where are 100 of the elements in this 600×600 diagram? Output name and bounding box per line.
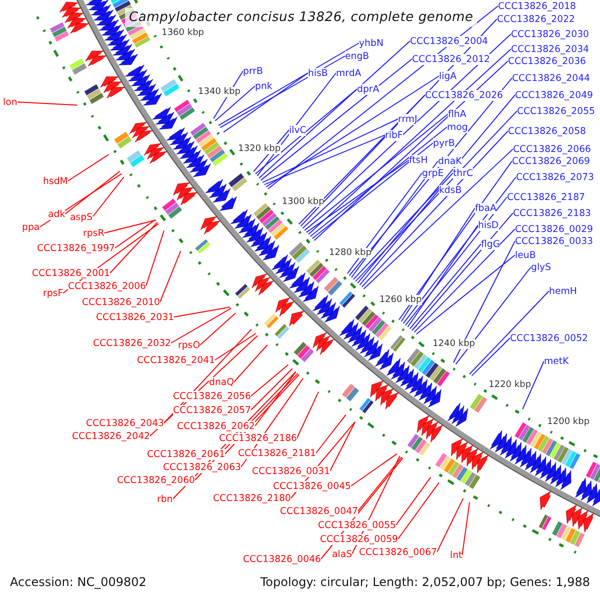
leader-line [416,254,516,335]
leader-line [16,102,78,106]
leader-line [363,148,514,290]
gene-label: CCC13826_2032 [93,338,172,348]
gene-label: CCC13826_2001 [32,268,110,278]
leader-line [264,134,386,186]
leader-line [359,190,440,286]
gene-label: metK [544,356,569,366]
gene-label: pyrB [433,138,455,148]
gene-label: CCC13826_2181 [238,448,316,458]
gene-label: CCC13826_2069 [512,156,590,166]
gene-label: hisD [478,220,499,230]
gene-label: CCC13826_2186 [219,432,298,444]
gene-label: fbaA [475,202,496,214]
leader-line [250,364,289,396]
gene-label: CCC13826_2036 [508,56,586,66]
leader-line [114,219,156,248]
leader-line [471,338,510,376]
leader-line [200,312,236,346]
gene-label: CCC13826_2042 [72,430,150,442]
leader-line [298,94,426,225]
genome-stats-text: Topology: circular; Length: 2,052,007 bp; Genes: 1,988 [260,575,590,589]
gene-label: flhA [448,108,466,120]
gene-label: dnaK [438,156,462,166]
leader-line [522,360,544,410]
gene-label: prrB [243,66,263,76]
gene-label: CCC13826_0029 [515,224,594,234]
leader-line [266,76,440,188]
leader-line [174,306,230,318]
leader-line [436,498,464,552]
gene-label: lnt [450,550,462,560]
leader-line [214,86,256,122]
leader-line [407,224,478,328]
leader-line [104,220,156,234]
leader-line [316,414,346,454]
gene-label: CCC13826_2056 [173,390,252,402]
gene-label: CCC13826_2180 [213,492,292,504]
leader-line [220,56,346,128]
leader-line [361,130,508,288]
leader-line [414,228,516,333]
gene-label: dprA [357,84,380,94]
scale-label: 1220 kbp [488,380,532,390]
accession-text: Accession: NC_009802 [10,575,146,589]
gene-label: rpsR [83,228,104,238]
scale-label: 1280 kbp [329,248,372,258]
leader-line [310,126,448,237]
leader-line [462,502,470,556]
leader-line [400,208,476,322]
map-title: Campylobacter concisus 13826, complete genome [125,8,478,27]
leader-line [353,172,454,280]
gene-label: CCC13826_2066 [513,144,592,154]
gene-label: CCC13826_2006 [68,280,146,292]
gene-label: pnk [255,80,272,92]
leader-line [348,78,512,276]
gene-label: hemH [549,286,577,296]
gene-label: rpsO [178,340,200,350]
gene-label: rbn [157,494,173,504]
leader-line [405,196,508,326]
gene-label: CCC13826_2058 [508,126,586,136]
leader-line [256,72,336,176]
gene-label: CCC13826_0045 [273,480,352,492]
gene-label: mog [447,122,468,132]
leader-line [39,173,122,228]
leader-line [296,391,319,438]
gene-label: CCC13826_2018 [498,0,576,12]
gene-label: ftsH [409,154,428,166]
gene-label: CCC13826_0067 [359,546,438,558]
gene-label: hsdM [43,176,68,186]
scale-label: 1240 kbp [432,339,475,350]
leader-line [358,456,402,512]
gene-label: CCC13826_2041 [137,354,216,366]
leader-line [160,250,182,302]
leader-line [146,230,164,286]
gene-label: rrmJ [398,114,418,124]
gene-label: CCC13826_2004 [410,36,488,46]
gene-label: flgG [481,238,500,250]
gene-label: CCC13826_0052 [510,332,588,344]
scale-label: 1200 kbp [547,416,590,427]
gene-label: CCC13826_0033 [515,236,594,246]
leader-line [455,266,532,365]
gene-label: ilvC [289,124,306,136]
gene-label: hisB [308,68,328,78]
gene-label: CCC13826_2012 [412,54,490,64]
gene-label: CCC13826_0046 [243,554,322,564]
gene-label: CCC13826_2183 [513,208,592,218]
leader-line [67,154,110,182]
gene-label: CCC13826_0031 [252,466,330,476]
gene-label: CCC13826_2030 [511,28,590,40]
leader-line [453,240,516,364]
scale-label: 1340 kbp [198,87,240,98]
gene-label: mrdA [336,68,362,78]
gene-label: engB [345,50,370,62]
gene-label: glyS [531,262,552,272]
gene-label: CCC13826_2034 [511,44,590,54]
leader-line [170,308,232,344]
gene-label: ligA [439,70,457,82]
gene-label: yhbN [359,38,384,48]
leader-line [350,453,398,486]
gene-label: adk [48,208,66,220]
leader-line [304,114,448,231]
